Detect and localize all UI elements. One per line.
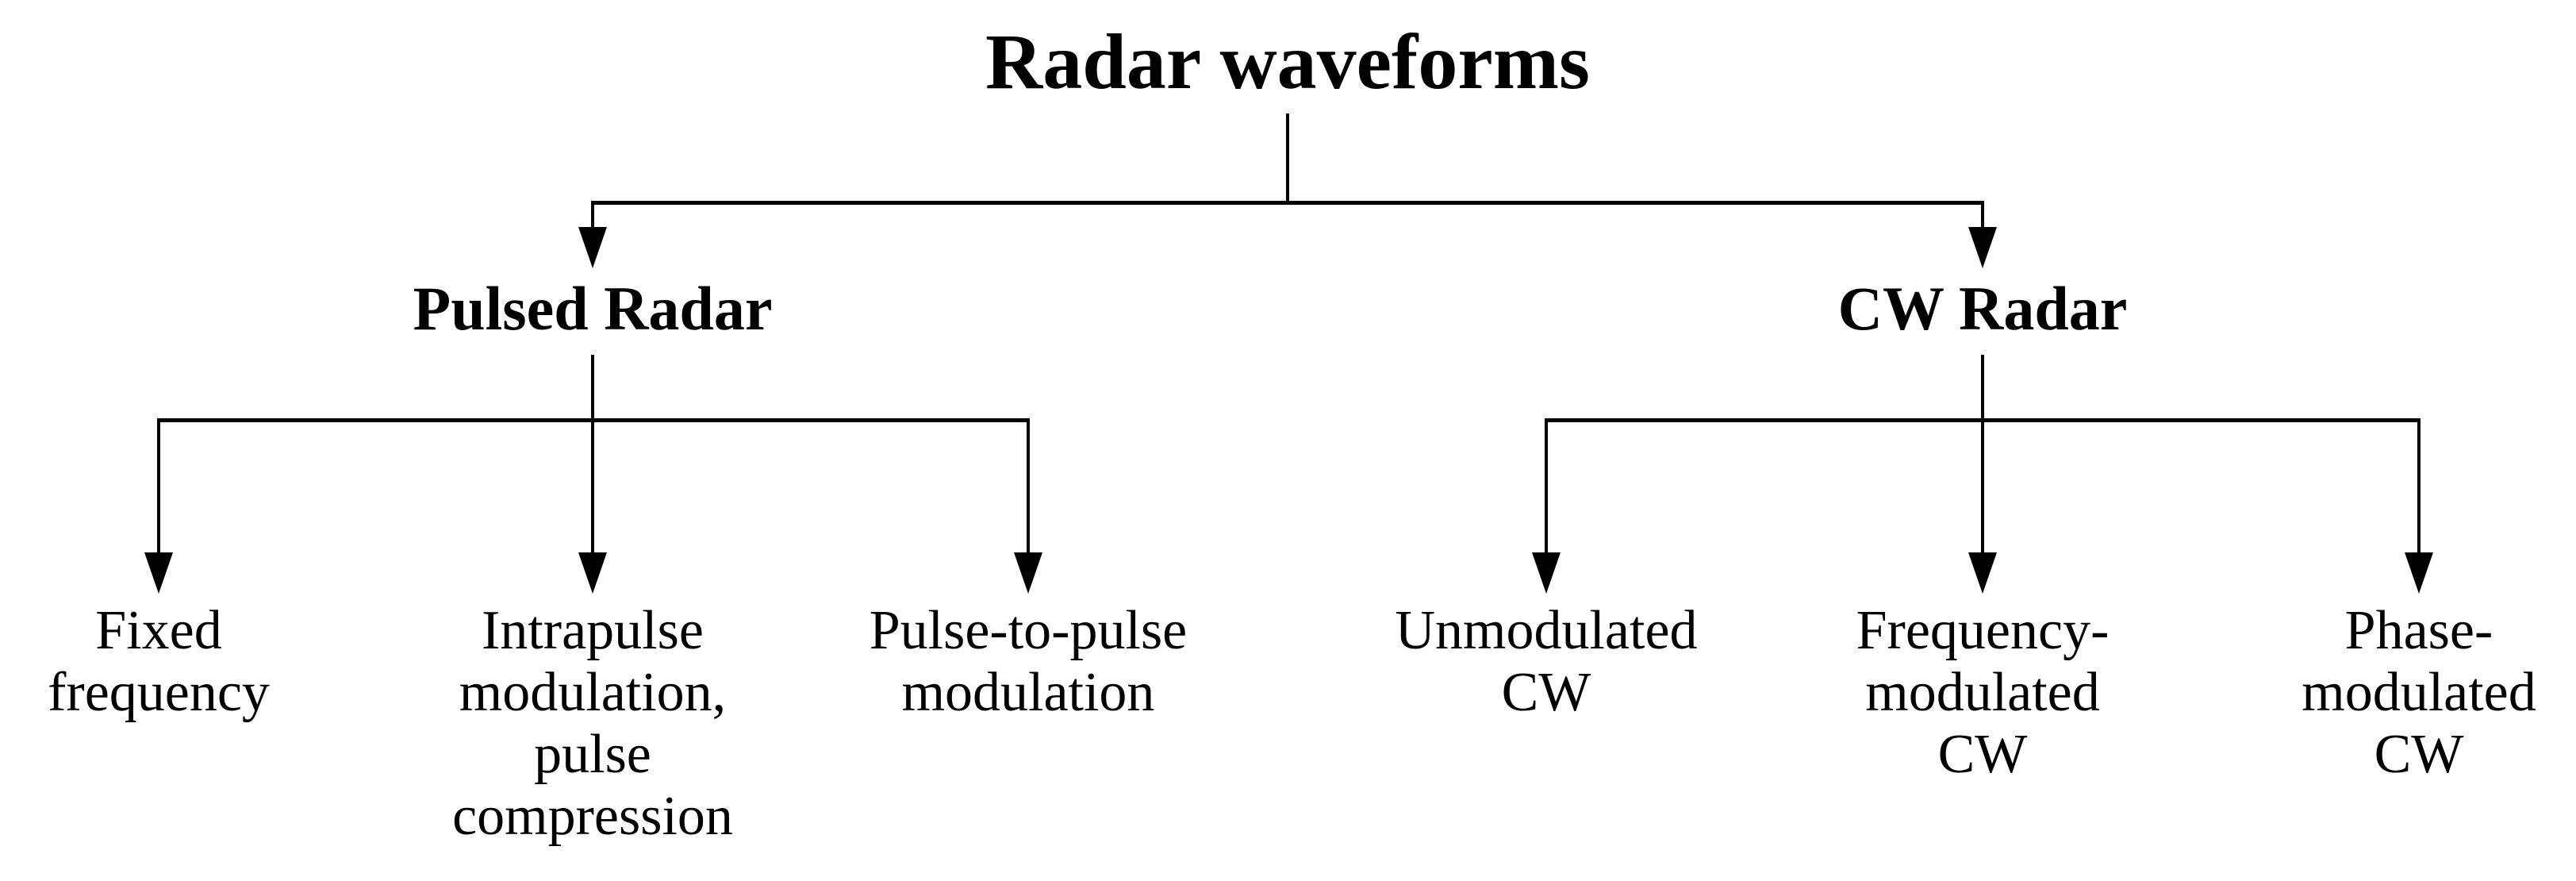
arrowhead-frequency-modulated: [1968, 552, 1997, 594]
edge-top-rail: [591, 201, 1984, 205]
edge-cw-down: [1981, 355, 1984, 556]
edge-unmodulated-drop: [1545, 421, 1548, 556]
branch-label-pulsed-radar: Pulsed Radar: [413, 274, 773, 343]
branch-label-cw-radar: CW Radar: [1837, 274, 2128, 343]
root-node-label: Radar waveforms: [985, 17, 1590, 106]
arrowhead-pulse-to-pulse: [1014, 552, 1042, 594]
leaf-label-fixed-frequency: Fixed frequency: [48, 600, 270, 723]
edge-pulsed-drop: [591, 203, 594, 230]
edge-pulsed-down: [591, 355, 594, 556]
leaf-label-pulse-to-pulse-modulation: Pulse-to-pulse modulation: [869, 600, 1188, 723]
arrowhead-phase-modulated: [2405, 552, 2433, 594]
edge-fixed-frequency-drop: [157, 421, 160, 556]
leaf-label-frequency-modulated-cw: Frequency- modulated CW: [1856, 600, 2110, 785]
edge-phase-modulated-drop: [2417, 421, 2421, 556]
leaf-label-unmodulated-cw: Unmodulated CW: [1395, 600, 1698, 723]
edge-root-stub: [1286, 113, 1289, 201]
arrowhead-fixed-frequency: [144, 552, 173, 594]
edge-cw-drop: [1981, 203, 1984, 230]
edge-pulsed-rail: [157, 418, 1030, 422]
arrowhead-intrapulse: [578, 552, 607, 594]
leaf-label-phase-modulated-cw: Phase- modulated CW: [2302, 600, 2536, 785]
arrowhead-pulsed: [578, 227, 607, 268]
edge-pulse-to-pulse-drop: [1027, 421, 1030, 556]
edge-cw-rail: [1545, 418, 2421, 422]
arrowhead-cw: [1968, 227, 1997, 268]
leaf-label-intrapulse-modulation: Intrapulse modulation, pulse compression: [452, 600, 733, 847]
arrowhead-unmodulated: [1532, 552, 1561, 594]
